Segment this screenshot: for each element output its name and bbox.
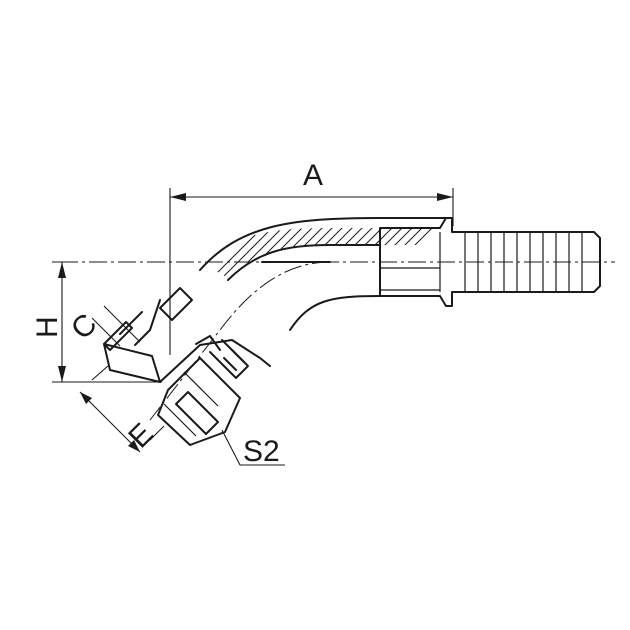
centerlines <box>60 261 615 421</box>
dimension-c-label: C <box>65 307 104 346</box>
hose-tail <box>379 217 601 307</box>
s2-label: S2 <box>243 435 280 468</box>
dimension-h-label: H <box>31 316 64 338</box>
dimension-a: A <box>169 159 454 355</box>
dimension-a-label: A <box>303 159 323 192</box>
leader-s2: S2 <box>221 429 285 468</box>
dimension-e-label: E <box>122 417 159 454</box>
swivel-nut <box>103 287 271 446</box>
dimension-h: H <box>31 261 162 383</box>
bent-body <box>199 217 460 331</box>
